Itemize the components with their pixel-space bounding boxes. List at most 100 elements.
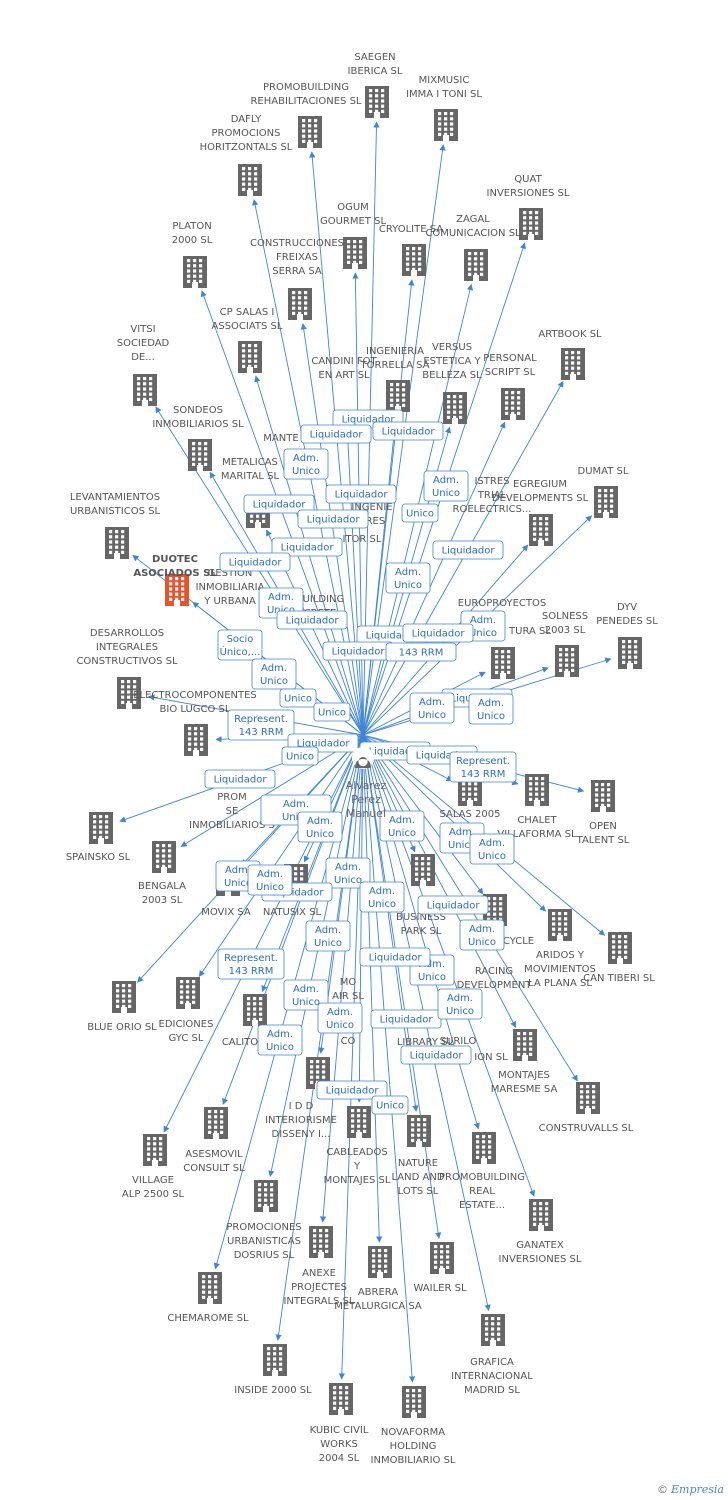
footer-brand[interactable]: ©Empresia [657,1483,724,1496]
relation-label-r24[interactable]: Unico [279,688,317,708]
company-node-can-tiberi[interactable]: CAN TIBERI SL [583,932,655,984]
relation-label-r30[interactable]: Unico [281,746,319,766]
relation-label-r11[interactable]: Liquidador [432,540,504,560]
relation-label-r26[interactable]: Unico [313,702,351,722]
company-node-cryolite[interactable]: CRYOLITE SA [379,224,443,276]
company-node-partial-nycycle[interactable]: NYCYCLE [490,936,534,947]
company-node-partial-itor[interactable]: ITOR SL [343,534,382,545]
relation-label-r8[interactable]: Liquidador [297,509,369,529]
relation-label-r34[interactable]: Liquidador [204,769,276,789]
relation-label-r27[interactable]: Represent.143 RRM [227,709,295,741]
company-node-partial-surilo[interactable]: SURILO [440,1036,477,1047]
company-node-vitsi[interactable]: VITSISOCIEDADDE... [117,324,170,406]
relation-label-r53[interactable]: Adm.Unico [317,1002,363,1034]
company-node-construvalls[interactable]: CONSTRUVALLS SL [539,1082,634,1134]
relation-label-r46[interactable]: Liquidador [417,895,489,915]
relation-label-r15[interactable]: Liquidador [276,610,348,630]
relation-label-r6[interactable]: Liquidador [325,484,397,504]
relation-label-r39[interactable]: Adm.Unico [469,833,515,865]
relation-label-r10[interactable]: Liquidador [271,537,343,557]
relation-label-r56[interactable]: Adm.Unico [437,988,483,1020]
company-node-partial-library[interactable]: LIBRARY SL [397,1037,454,1048]
relation-label-r28[interactable]: Adm.Unico [468,693,514,725]
relation-label-r7[interactable]: Liquidador [243,494,315,514]
relation-label-r54[interactable]: Liquidador [400,1045,472,1065]
company-node-promobuilding-real[interactable]: PROMOBUILDINGREALESTATE... [439,1132,525,1211]
relation-label-r25[interactable]: Adm.Unico [409,692,455,724]
relation-label-r57[interactable]: Liquidador [316,1080,388,1100]
company-node-dumat[interactable]: DUMAT SL [578,466,629,518]
relation-label-r12[interactable]: Liquidador [219,552,291,572]
company-node-europroyectos[interactable]: EUROPROYECTOS [458,598,547,679]
company-node-calito[interactable]: CALITO [222,994,267,1048]
center-person[interactable]: Alvarez Perez Manuel [346,747,387,820]
relation-label-r40[interactable]: Adm.Unico [325,857,371,889]
relation-label-r43[interactable]: Adm.Unico [247,864,293,896]
relation-label-r37[interactable]: Adm.Unico [379,810,425,842]
company-node-partial-istres[interactable]: ISTRESTRIALROELECTRICS... [453,476,532,515]
relation-label-r44[interactable]: Adm.Unico [359,881,405,913]
company-node-partial-mante[interactable]: MANTE [263,433,298,444]
relation-label-r3[interactable]: Liquidador [372,421,444,441]
relation-label-r55[interactable]: Adm.Unico [257,1024,303,1056]
company-node-artbook[interactable]: ARTBOOK SL [538,329,602,380]
relation-label-r48[interactable]: Adm.Unico [459,919,505,951]
relation-label-r20[interactable]: Liquidador [322,641,394,661]
relation-label-r17[interactable]: SocioÚnico,... [217,629,263,661]
relation-label-r47[interactable]: Adm.Unico [305,920,351,952]
relation-label-r45[interactable]: Represent.143 RRM [217,948,285,980]
company-node-chemarome[interactable]: CHEMAROME SL [167,1272,249,1324]
relation-label-r19[interactable]: Liquidador [402,623,474,643]
company-node-inside-2000[interactable]: INSIDE 2000 SL [234,1344,312,1396]
relation-label-r51[interactable]: Adm.Unico [283,979,329,1011]
company-node-blue-orio[interactable]: BLUE ORIO SL [87,981,157,1033]
relation-label-r2[interactable]: Liquidador [300,424,372,444]
relation-label-r36[interactable]: Adm.Unico [297,811,343,843]
relation-label-r21[interactable]: 143 RRM [385,642,457,662]
company-node-partial-co[interactable]: CO [341,1036,356,1047]
company-node-spainsko[interactable]: SPAINSKO SL [66,812,131,863]
relation-label-r9[interactable]: Unico [401,503,439,523]
company-node-partial-tura[interactable]: TURA SL [508,626,551,637]
relation-label-r14[interactable]: Adm.Unico [385,562,431,594]
